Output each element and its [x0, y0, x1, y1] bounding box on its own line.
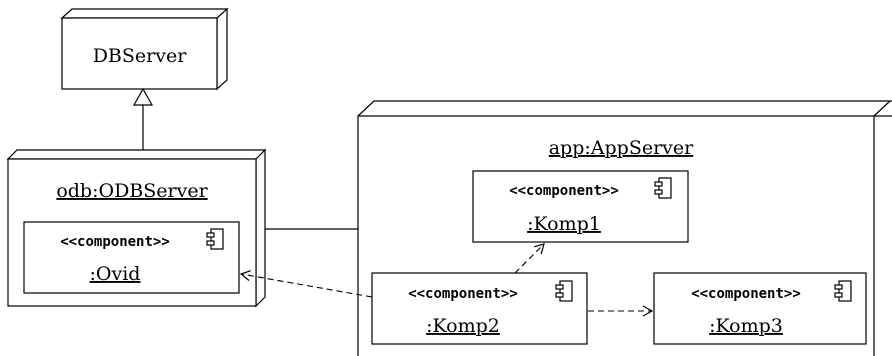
dbserver-label: DBServer [93, 45, 188, 67]
appserver-node[interactable]: app:AppServer [357, 100, 892, 356]
odbserver-label: odb:ODBServer [56, 180, 208, 202]
ovid-name: :Ovid [90, 263, 141, 285]
ovid-stereotype: <<component>> [60, 234, 170, 250]
component-komp1[interactable]: <<component>> :Komp1 [472, 170, 689, 243]
component-ovid[interactable]: <<component>> :Ovid [23, 221, 240, 294]
komp2-stereotype: <<component>> [408, 286, 518, 302]
generalization-arrow [132, 87, 154, 150]
dependency-komp2-ovid [239, 270, 373, 298]
dependency-komp2-komp1 [514, 243, 545, 274]
komp1-name: :Komp1 [527, 213, 601, 235]
komp2-name: :Komp2 [426, 315, 500, 337]
komp3-stereotype: <<component>> [691, 286, 801, 302]
komp1-stereotype: <<component>> [509, 183, 619, 199]
komp3-name: :Komp3 [709, 315, 783, 337]
component-komp2[interactable]: <<component>> :Komp2 [371, 272, 588, 345]
appserver-label: app:AppServer [549, 137, 694, 159]
dbserver-node[interactable]: DBServer [60, 7, 229, 91]
component-komp3[interactable]: <<component>> :Komp3 [653, 272, 867, 345]
